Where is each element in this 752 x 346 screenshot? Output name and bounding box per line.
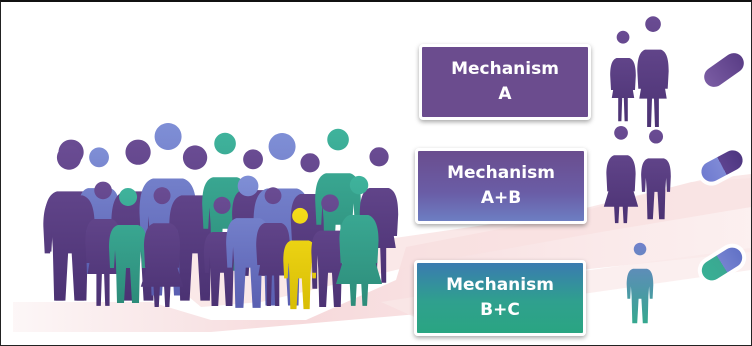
- mechanism-bc-label-line2: B+C: [480, 300, 520, 320]
- mechanism-a-label-line1: Mechanism: [451, 59, 559, 79]
- pill-ab-icon: [697, 146, 747, 186]
- mechanism-bc-box: Mechanism B+C: [414, 260, 586, 336]
- mechanism-ab-label-line1: Mechanism: [447, 163, 555, 183]
- group-bc-person: [626, 242, 654, 324]
- mechanism-a-box: Mechanism A: [419, 44, 591, 120]
- crowd-person: [359, 147, 399, 283]
- group-a-person: [610, 30, 636, 122]
- mechanism-ab-box: Mechanism A+B: [415, 148, 587, 224]
- group-ab-people: [603, 125, 671, 224]
- group-bc-people: [626, 242, 654, 324]
- group-a-people: [610, 16, 669, 128]
- crowd-person: [140, 187, 184, 307]
- crowd-person: [43, 145, 95, 301]
- group-ab-person: [641, 129, 671, 220]
- crowd-person: [109, 188, 147, 303]
- crowd-person: [256, 187, 290, 306]
- mechanism-bc-label-line1: Mechanism: [446, 275, 554, 295]
- patient-crowd: [43, 123, 399, 310]
- crowd-person: [283, 207, 317, 310]
- crowd-person: [85, 181, 121, 306]
- pill-bc-icon: [697, 243, 747, 285]
- crowd-person: [336, 175, 382, 306]
- pill-a-icon: [700, 49, 748, 91]
- mechanism-ab-label-line2: A+B: [480, 188, 522, 208]
- group-ab-person: [603, 125, 639, 224]
- crowd-person: [203, 196, 241, 307]
- mechanism-a-label-line2: A: [498, 84, 512, 104]
- crowd-person: [290, 153, 330, 289]
- group-a-person: [637, 16, 669, 128]
